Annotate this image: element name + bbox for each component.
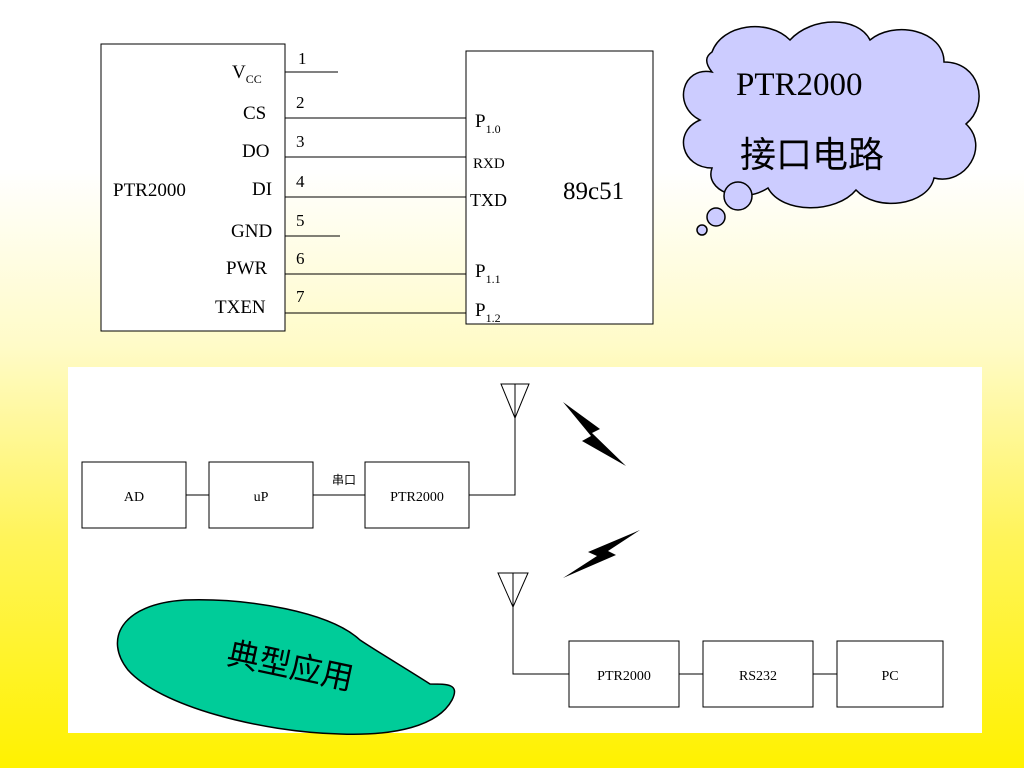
mcu-pin-txd: TXD — [470, 190, 507, 210]
block-pc — [836, 640, 944, 708]
lightning-bolt-icon-1 — [563, 402, 626, 466]
cloud-bubble-medium — [706, 207, 726, 227]
mcu-89c51-box — [465, 50, 654, 325]
cloud-shape — [682, 21, 980, 209]
interface-schematic: PTR2000 VCC CS DO DI GND PWR TXEN 1 2 3 … — [100, 43, 654, 332]
block-up — [208, 461, 314, 529]
pin-name-do: DO — [242, 141, 269, 162]
block-ptr2000-rx — [568, 640, 680, 708]
pin-number-3: 3 — [296, 132, 305, 151]
pin-name-vcc: VCC — [232, 62, 262, 86]
pin-name-pwr: PWR — [226, 258, 268, 279]
block-up-label: uP — [254, 490, 269, 505]
mcu-pin-rxd: RXD — [473, 156, 505, 172]
cloud-bubble-large — [723, 181, 753, 211]
mcu-pin-p11: P1.1 — [475, 261, 501, 286]
ptr2000-module-box — [100, 43, 286, 332]
block-ad-label: AD — [124, 490, 144, 505]
block-rs232 — [702, 640, 814, 708]
block-ptr2000-tx — [364, 461, 470, 529]
pin-name-gnd: GND — [231, 221, 272, 242]
pin-number-1: 1 — [298, 49, 307, 68]
lightning-bolt-icon-2 — [563, 530, 640, 578]
pin-name-cs: CS — [243, 103, 266, 124]
ptr2000-module-label: PTR2000 — [113, 180, 186, 201]
pin-number-2: 2 — [296, 93, 305, 112]
block-rs232-label: RS232 — [739, 669, 777, 684]
block-pc-label: PC — [881, 669, 898, 684]
pin-number-7: 7 — [296, 287, 305, 306]
pin-name-di: DI — [252, 179, 272, 200]
cloud-text-line2: 接口电路 — [740, 135, 884, 176]
cloud-text-line1: PTR2000 — [736, 67, 863, 103]
callout-ellipse-shape — [116, 599, 456, 735]
pin-wires — [285, 71, 466, 314]
serial-port-label: 串口 — [332, 473, 356, 487]
block-ptr2000-tx-label: PTR2000 — [390, 490, 444, 505]
pin-number-4: 4 — [296, 172, 305, 191]
link-antenna-ptr-2 — [512, 607, 569, 675]
pin-number-5: 5 — [296, 211, 305, 230]
block-ptr2000-rx-label: PTR2000 — [597, 669, 651, 684]
typical-application-callout: 典型应用 — [116, 599, 456, 735]
mcu-pin-p12: P1.2 — [475, 300, 501, 325]
cloud-bubble-small — [696, 224, 708, 236]
link-ptr-antenna-1 — [469, 418, 516, 496]
cloud-callout: PTR2000 接口电路 — [682, 21, 980, 236]
pin-number-6: 6 — [296, 249, 305, 268]
mcu-pin-p10: P1.0 — [475, 111, 501, 136]
mcu-89c51-label: 89c51 — [563, 178, 624, 205]
application-diagram: AD uP 串口 PTR2000 PTR2000 RS232 PC — [68, 367, 982, 733]
block-ad — [81, 461, 187, 529]
pin-name-txen: TXEN — [215, 297, 266, 318]
